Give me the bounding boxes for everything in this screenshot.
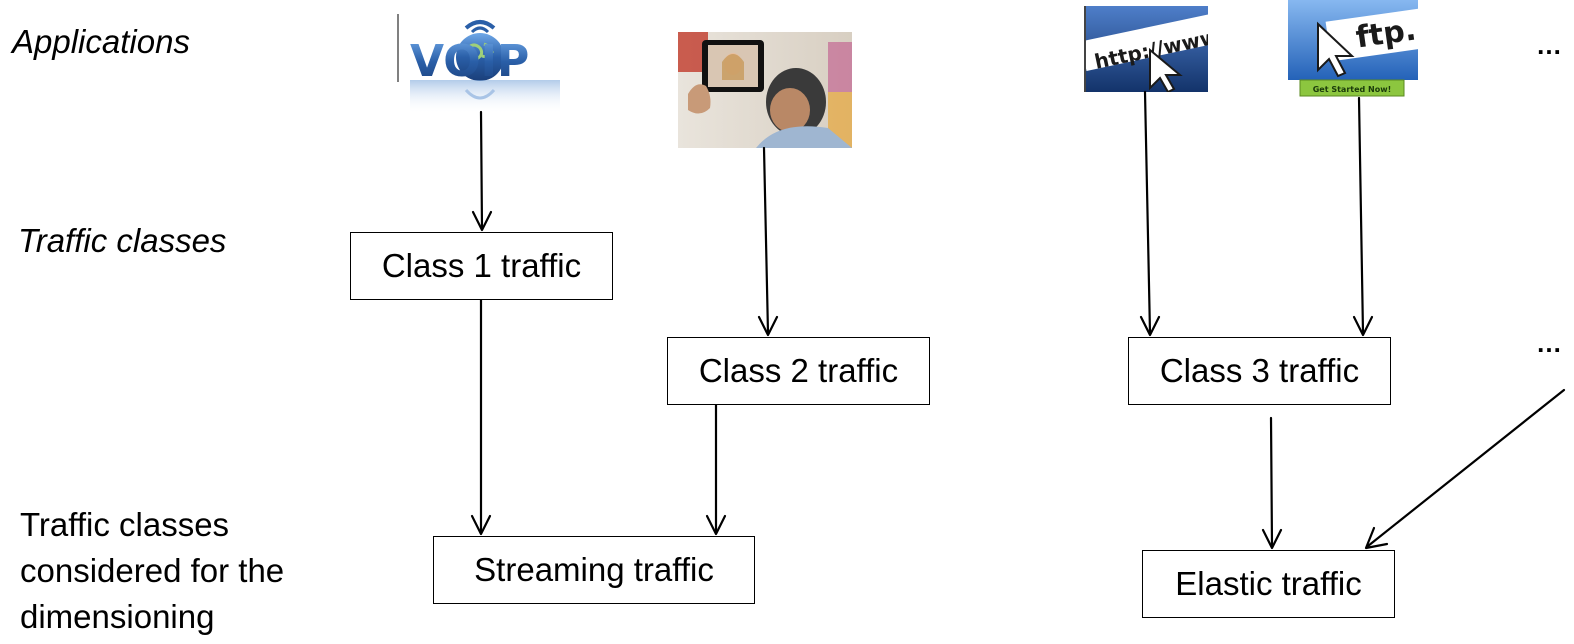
applications-row-label: Applications [12, 23, 190, 60]
applications-ellipsis: … [1536, 30, 1562, 60]
http-web-image: http://www [1084, 6, 1208, 92]
class1-traffic-box: Class 1 traffic [350, 232, 613, 300]
arrow-ftp-to-class3 [1357, 96, 1365, 335]
arrow-others-to-elastic [1366, 388, 1566, 548]
arrow-voip-to-class1 [479, 110, 484, 230]
voip-logo-image: VOIP [396, 10, 572, 114]
video-call-photo [678, 32, 852, 148]
traffic-classes-ellipsis: … [1536, 328, 1562, 358]
dimensioning-label-line1: Traffic classes [20, 506, 230, 543]
streaming-traffic-box: Streaming traffic [433, 536, 755, 604]
class3-traffic-box: Class 3 traffic [1128, 337, 1391, 405]
arrow-class3-to-elastic [1269, 416, 1274, 548]
arrow-video-to-class2 [762, 146, 770, 335]
ftp-logo-text: ftp. [1354, 12, 1418, 55]
class2-traffic-box: Class 2 traffic [667, 337, 930, 405]
ftp-image: ftp. Get Started Now! [1288, 0, 1418, 98]
elastic-traffic-box: Elastic traffic [1142, 550, 1395, 618]
arrow-http-to-class3 [1143, 90, 1152, 335]
traffic-classes-row-label: Traffic classes [18, 222, 227, 259]
dimensioning-label-line2: considered for the [20, 552, 285, 589]
dimensioning-row-label: Traffic classes considered for the dimen… [20, 502, 284, 640]
voip-logo-graphic: VOIP [397, 14, 560, 114]
voip-logo-text: VOIP [410, 36, 529, 87]
ftp-badge-text: Get Started Now! [1313, 85, 1392, 94]
dimensioning-label-line3: dimensioning [20, 598, 215, 635]
